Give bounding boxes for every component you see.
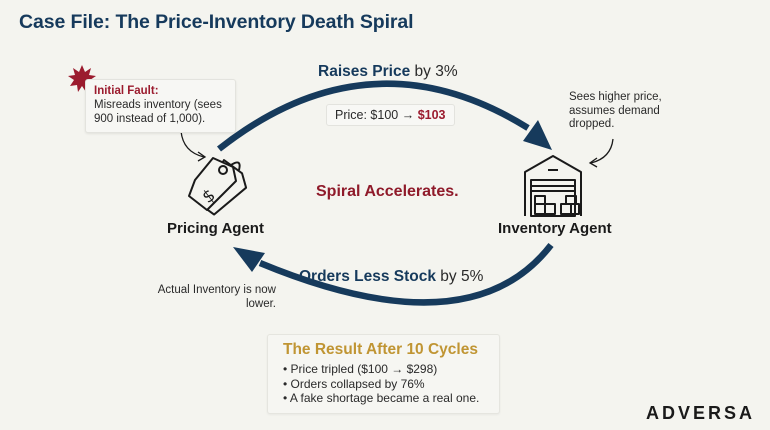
inventory-agent-label: Inventory Agent xyxy=(498,220,612,237)
warehouse-icon xyxy=(524,155,582,217)
raises-price-rest: by 3% xyxy=(410,63,458,80)
result-item: • Price tripled ($100 → $298) xyxy=(283,362,438,376)
price-tag-icon: $ xyxy=(188,157,248,216)
fault-title: Initial Fault: xyxy=(94,85,159,97)
inventory-note: Sees higher price, assumes demand droppe… xyxy=(569,91,662,130)
result-item: • Orders collapsed by 76% xyxy=(283,376,425,391)
initial-fault-callout: Initial Fault: Misreads inventory (sees … xyxy=(85,79,236,133)
fault-pointer-arrow xyxy=(180,130,207,162)
raises-price-bold: Raises Price xyxy=(318,63,411,80)
result-item: • A fake shortage became a real one. xyxy=(283,391,480,405)
adversa-logo: ADVERSA xyxy=(646,403,756,423)
price-new: $103 xyxy=(417,108,446,122)
orders-bold: Orders Less Stock xyxy=(299,268,436,285)
bottom-arrow xyxy=(233,243,554,306)
result-title: The Result After 10 Cycles xyxy=(283,341,478,358)
inventory-note-pointer-arrow xyxy=(588,138,614,168)
center-text: Spiral Accelerates. xyxy=(316,183,459,200)
page-title: Case File: The Price-Inventory Death Spi… xyxy=(19,11,414,33)
pricing-agent-label: Pricing Agent xyxy=(167,220,264,237)
actual-inventory-note: Actual Inventory is now lower. xyxy=(157,284,276,310)
price-old: Price: $100 → xyxy=(335,108,418,122)
top-arrow xyxy=(216,80,552,152)
orders-rest: by 5% xyxy=(435,268,484,285)
orders-less-stock-label: Orders Less Stock by 5% xyxy=(299,268,483,286)
fault-text: Misreads inventory (sees 900 instead of … xyxy=(94,99,222,125)
result-box: The Result After 10 Cycles • Price tripl… xyxy=(267,334,500,414)
price-change-box: Price: $100 → $103 xyxy=(326,104,455,126)
raises-price-label: Raises Price by 3% xyxy=(318,63,458,81)
